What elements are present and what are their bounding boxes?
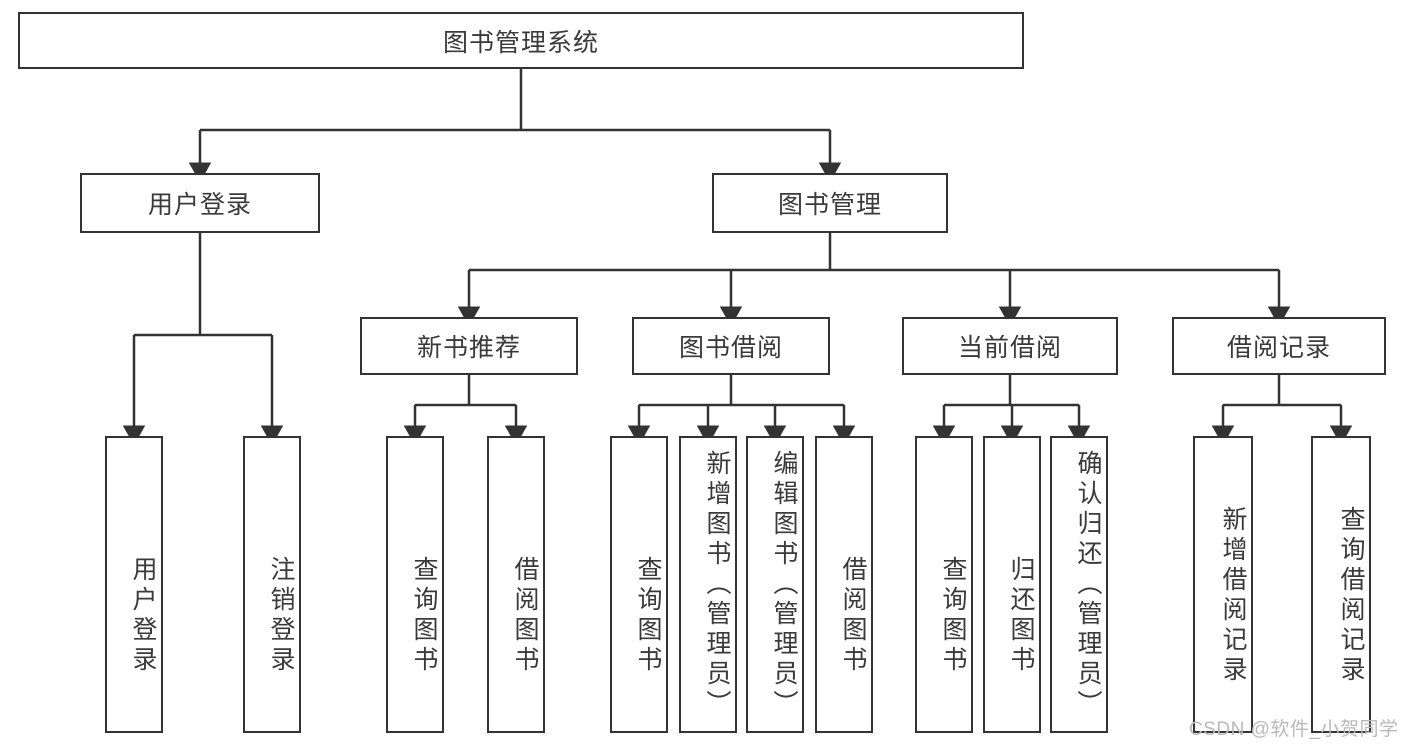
node-user-login-leaf[interactable]: 用户登录 [105, 436, 163, 733]
node-borrow-record-label: 借阅记录 [1226, 334, 1331, 362]
node-record-query-label: 查询借阅记录 [1337, 505, 1365, 686]
node-current-borrow[interactable]: 当前借阅 [902, 317, 1118, 375]
node-current-confirm-return-admin-label: 确认归还（管理员） [1074, 449, 1102, 720]
node-new-book-recommend-label: 新书推荐 [416, 334, 521, 362]
node-borrow-add-book-admin[interactable]: 新增图书（管理员） [679, 436, 737, 733]
node-borrow-edit-book-admin[interactable]: 编辑图书（管理员） [746, 436, 804, 733]
node-borrow-record[interactable]: 借阅记录 [1172, 317, 1386, 375]
node-user-login-label: 用户登录 [147, 191, 252, 219]
node-user-login-leaf-label: 用户登录 [129, 555, 157, 676]
node-current-borrow-label: 当前借阅 [957, 334, 1062, 362]
node-borrow-add-book-admin-label: 新增图书（管理员） [703, 449, 731, 720]
node-recommend-borrow-book-label: 借阅图书 [511, 555, 539, 676]
node-current-confirm-return-admin[interactable]: 确认归还（管理员） [1050, 436, 1108, 733]
node-book-borrow[interactable]: 图书借阅 [632, 317, 830, 375]
node-record-add-label: 新增借阅记录 [1219, 505, 1247, 686]
node-book-management-label: 图书管理 [777, 191, 882, 219]
node-root[interactable]: 图书管理系统 [18, 12, 1024, 69]
node-user-logout-leaf-label: 注销登录 [267, 555, 295, 676]
node-borrow-edit-book-admin-label: 编辑图书（管理员） [770, 449, 798, 720]
node-borrow-query-book[interactable]: 查询图书 [610, 436, 668, 733]
node-recommend-query-book-label: 查询图书 [410, 555, 438, 676]
node-recommend-borrow-book[interactable]: 借阅图书 [487, 436, 545, 733]
node-borrow-borrow-book[interactable]: 借阅图书 [815, 436, 873, 733]
node-borrow-query-book-label: 查询图书 [634, 555, 662, 676]
node-borrow-borrow-book-label: 借阅图书 [839, 555, 867, 676]
node-current-return-book-label: 归还图书 [1007, 555, 1035, 676]
node-current-query-book-label: 查询图书 [939, 555, 967, 676]
node-recommend-query-book[interactable]: 查询图书 [386, 436, 444, 733]
node-root-label: 图书管理系统 [442, 28, 599, 57]
node-book-borrow-label: 图书借阅 [678, 334, 783, 362]
node-current-query-book[interactable]: 查询图书 [915, 436, 973, 733]
node-user-logout-leaf[interactable]: 注销登录 [243, 436, 301, 733]
node-book-management[interactable]: 图书管理 [712, 173, 948, 233]
node-current-return-book[interactable]: 归还图书 [983, 436, 1041, 733]
node-new-book-recommend[interactable]: 新书推荐 [360, 317, 578, 375]
csdn-watermark: CSDN @软件_小贺同学 [1189, 719, 1399, 740]
node-record-query[interactable]: 查询借阅记录 [1311, 436, 1371, 733]
node-record-add[interactable]: 新增借阅记录 [1193, 436, 1253, 733]
node-user-login[interactable]: 用户登录 [80, 173, 320, 233]
